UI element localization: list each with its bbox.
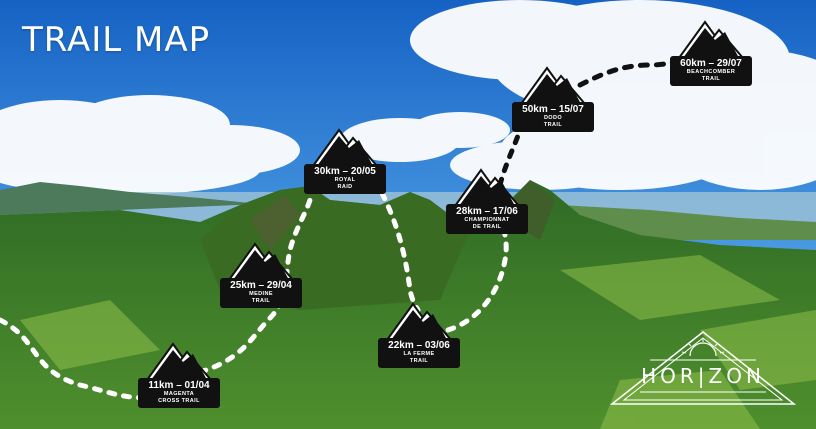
horizon-logo: HOR|ZON <box>609 330 797 406</box>
distance-date: 50km – 15/07 <box>522 104 584 115</box>
mountain-icon <box>385 302 453 340</box>
mountain-icon <box>311 128 379 166</box>
mountain-icon <box>519 66 587 104</box>
clouds <box>0 0 816 195</box>
logo-mountain-sun-icon <box>609 331 797 405</box>
distance-date: 30km – 20/05 <box>314 166 376 177</box>
mountain-icon <box>453 168 521 206</box>
distance-date: 22km – 03/06 <box>388 340 450 351</box>
mountain-icon <box>145 342 213 380</box>
distance-date: 60km – 29/07 <box>680 58 742 69</box>
distance-date: 28km – 17/06 <box>456 206 518 217</box>
mountain-icon <box>677 20 745 58</box>
brand-name: HOR|ZON <box>641 364 765 388</box>
fields <box>20 255 816 429</box>
page-title: TRAIL MAP <box>22 20 211 60</box>
distance-date: 25km – 29/04 <box>230 280 292 291</box>
distance-date: 11km – 01/04 <box>148 380 210 391</box>
mountain-icon <box>227 242 295 280</box>
